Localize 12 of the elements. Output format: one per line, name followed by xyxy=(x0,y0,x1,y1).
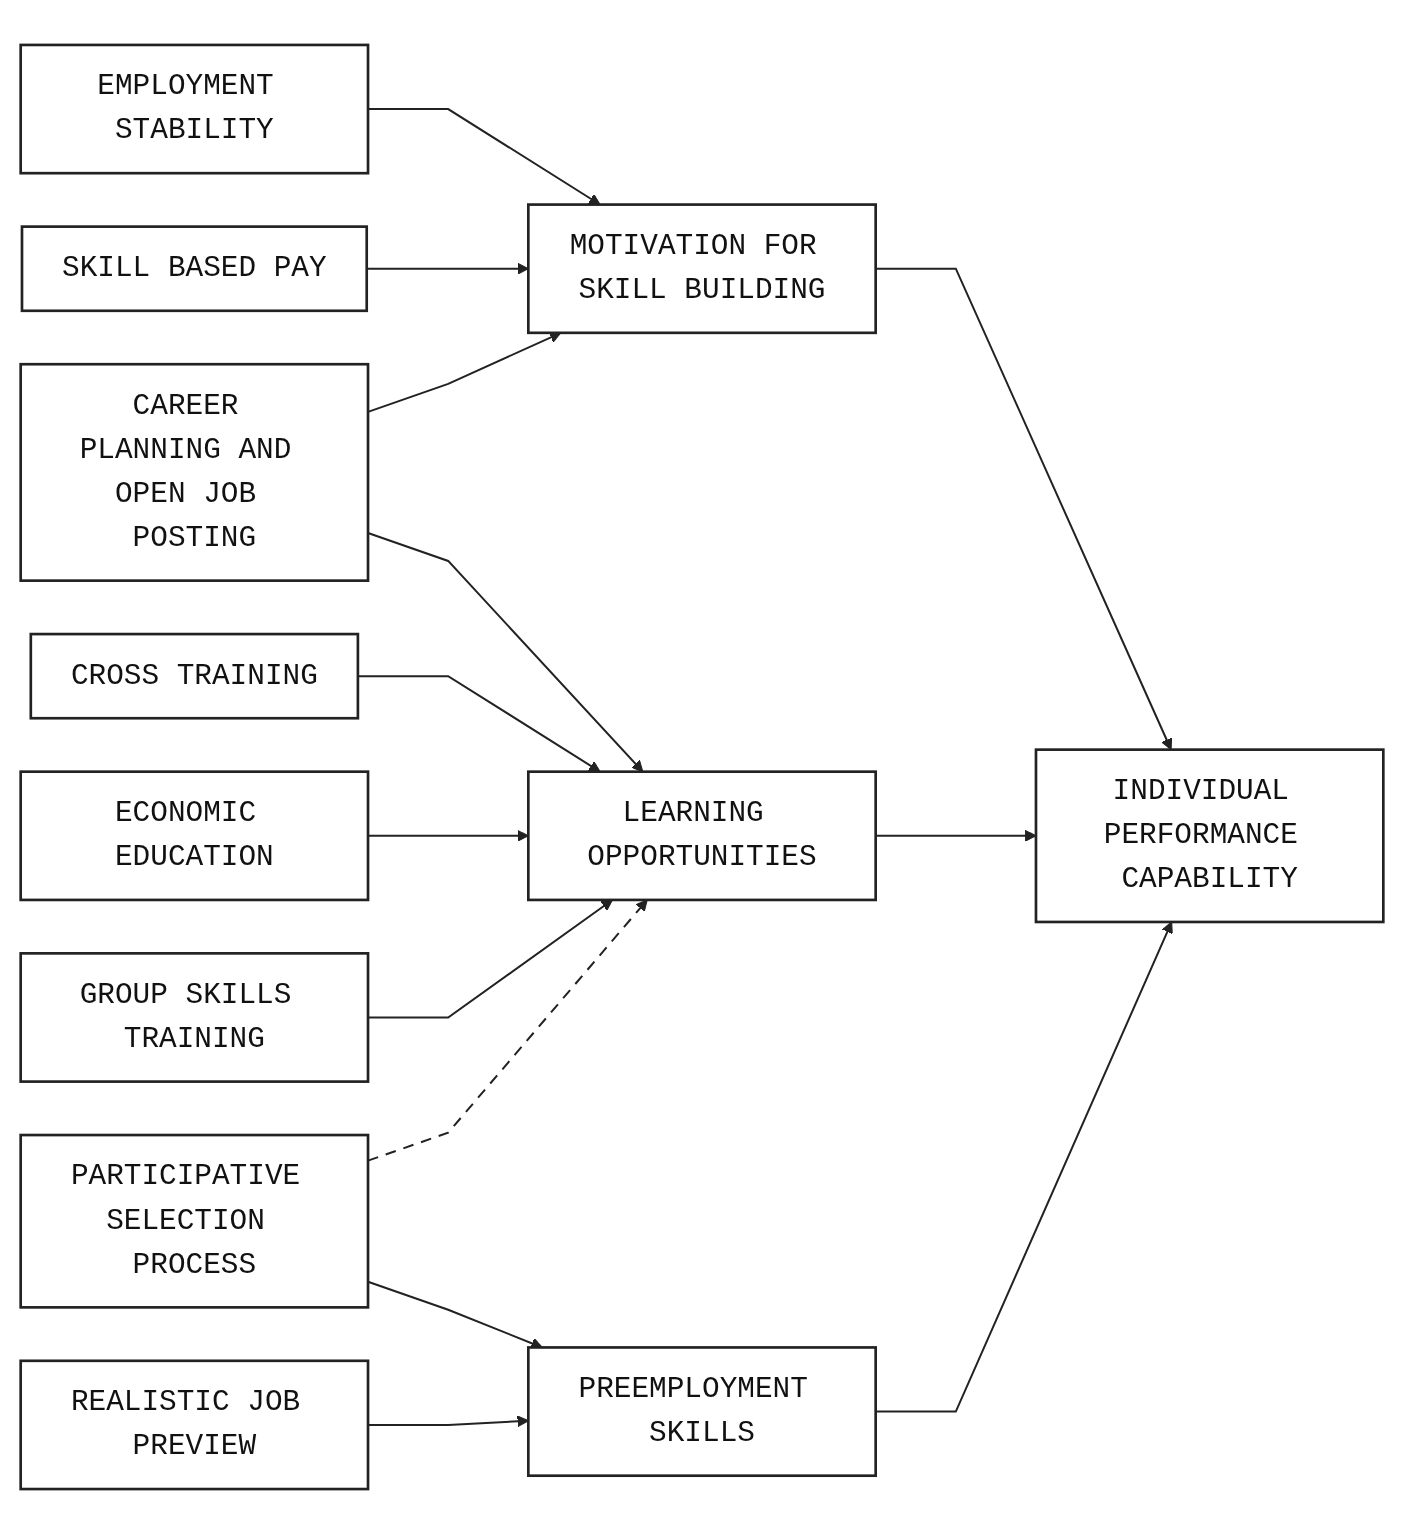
node-box: ECONOMIC EDUCATION xyxy=(19,770,370,902)
node-box: INDIVIDUAL PERFORMANCE CAPABILITY xyxy=(1034,748,1385,924)
node-box: CAREER PLANNING AND OPEN JOB POSTING xyxy=(19,362,370,582)
node-box: PREEMPLOYMENT SKILLS xyxy=(527,1346,877,1478)
node-box: REALISTIC JOB PREVIEW xyxy=(19,1359,370,1491)
node-box: PARTICIPATIVE SELECTION PROCESS xyxy=(19,1133,370,1309)
node-box: LEARNING OPPORTUNITIES xyxy=(527,770,877,902)
node-box: CROSS TRAINING xyxy=(29,632,360,720)
node-box: EMPLOYMENT STABILITY xyxy=(19,43,370,175)
node-box: MOTIVATION FOR SKILL BUILDING xyxy=(527,203,877,335)
node-box: SKILL BASED PAY xyxy=(20,225,369,313)
node-box: GROUP SKILLS TRAINING xyxy=(19,952,370,1083)
